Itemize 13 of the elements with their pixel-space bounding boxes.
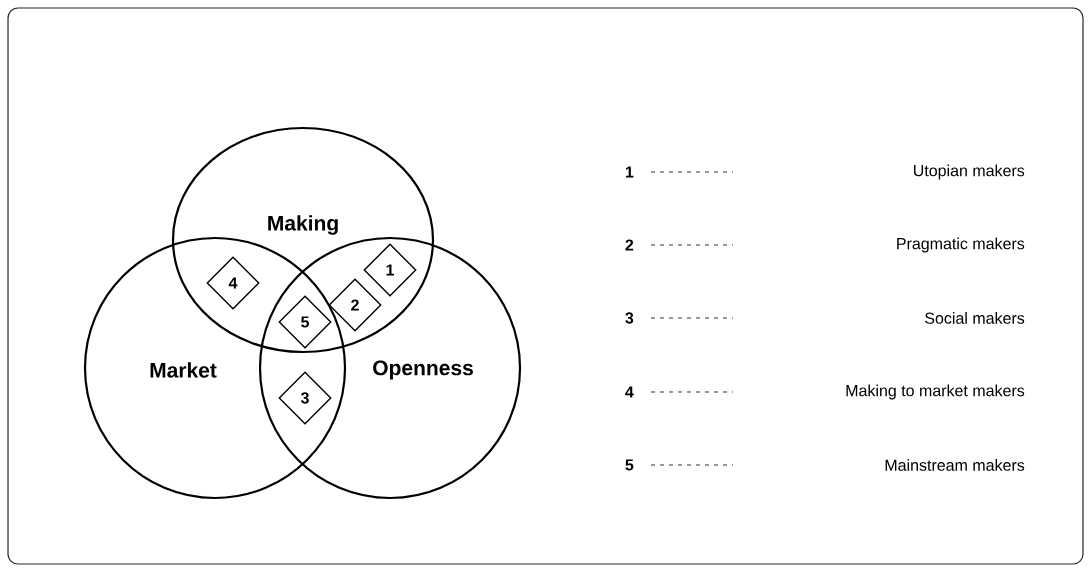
circle-label: Making <box>268 215 338 235</box>
legend-number: 1 <box>625 166 634 178</box>
legend-text: Utopian makers <box>914 164 1025 180</box>
legend-number: 4 <box>625 386 634 398</box>
circle-label: Openness <box>373 360 473 380</box>
legend-number: 5 <box>625 459 634 471</box>
legend-number: 3 <box>625 312 634 324</box>
circle-label: Market <box>150 362 217 378</box>
legend-text: Social makers <box>925 312 1025 324</box>
legend-number: 2 <box>625 239 634 251</box>
legend-text: Pragmatic makers <box>897 237 1025 253</box>
legend-text: Mainstream makers <box>885 459 1025 471</box>
legend-text: Making to market makers <box>846 384 1025 400</box>
